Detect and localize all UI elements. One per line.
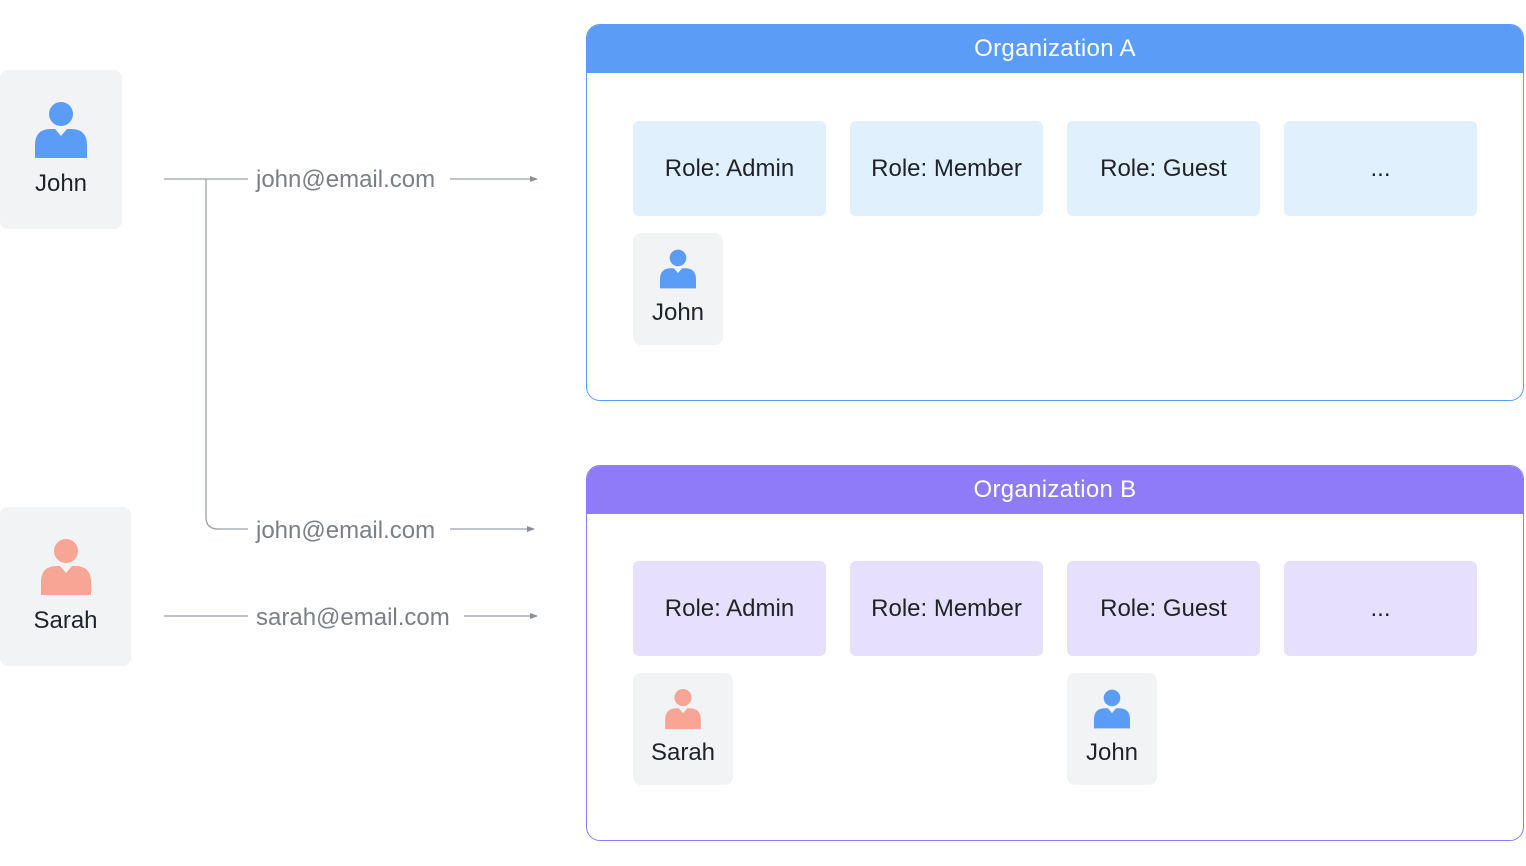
john-org-b-connector bbox=[205, 179, 535, 532]
member-name: John bbox=[651, 299, 705, 326]
user-icon bbox=[35, 102, 87, 158]
user-name: John bbox=[34, 170, 88, 197]
organization-title: Organization A bbox=[587, 25, 1523, 73]
user-name: Sarah bbox=[33, 607, 98, 634]
email-label: sarah@email.com bbox=[248, 604, 458, 632]
role-more[interactable]: ... bbox=[1284, 121, 1477, 216]
role-more[interactable]: ... bbox=[1284, 561, 1477, 656]
role-guest[interactable]: Role: Guest bbox=[1067, 561, 1260, 656]
user-icon bbox=[1094, 689, 1130, 729]
member-card-john[interactable]: John bbox=[1067, 673, 1157, 785]
member-card-sarah[interactable]: Sarah bbox=[633, 673, 733, 785]
role-member[interactable]: Role: Member bbox=[850, 121, 1043, 216]
user-card-sarah[interactable]: Sarah bbox=[0, 507, 131, 666]
user-card-john[interactable]: John bbox=[0, 70, 122, 229]
user-icon bbox=[665, 689, 701, 729]
member-name: Sarah bbox=[650, 739, 716, 766]
user-icon bbox=[660, 249, 696, 289]
organization-a-panel: Organization A Role: Admin Role: Member … bbox=[586, 24, 1524, 401]
role-admin[interactable]: Role: Admin bbox=[633, 121, 826, 216]
member-card-john[interactable]: John bbox=[633, 233, 723, 345]
member-name: John bbox=[1085, 739, 1139, 766]
role-member[interactable]: Role: Member bbox=[850, 561, 1043, 656]
role-guest[interactable]: Role: Guest bbox=[1067, 121, 1260, 216]
user-icon bbox=[40, 539, 91, 595]
role-admin[interactable]: Role: Admin bbox=[633, 561, 826, 656]
organization-b-panel: Organization B Role: Admin Role: Member … bbox=[586, 465, 1524, 841]
email-label: john@email.com bbox=[248, 517, 444, 545]
email-label: john@email.com bbox=[248, 166, 444, 194]
organization-title: Organization B bbox=[587, 466, 1523, 514]
